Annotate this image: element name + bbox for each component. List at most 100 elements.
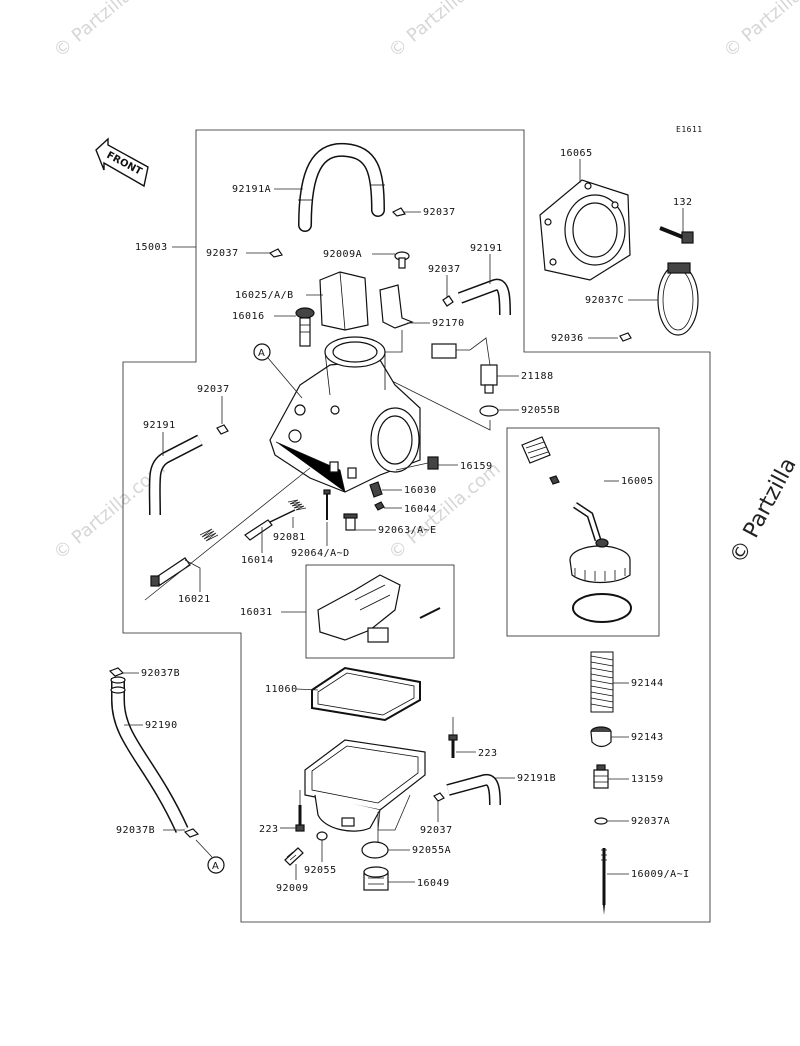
watermark-right: © Partzilla — [725, 454, 800, 568]
hose-icon — [457, 278, 511, 316]
hose-clamp-icon — [657, 262, 699, 336]
part-label-92064: 92064/A~D — [291, 548, 350, 559]
part-label-92037-left: 92037 — [206, 248, 239, 259]
jet-icon — [369, 481, 383, 498]
part-label-92009a: 92009A — [323, 249, 362, 260]
part-label-21188: 21188 — [521, 371, 554, 382]
float-icon — [317, 574, 441, 643]
spring-icon — [287, 499, 307, 511]
top-cap-icon — [521, 436, 632, 623]
part-label-92190: 92190 — [145, 720, 178, 731]
needle-icon — [244, 509, 296, 541]
clip-icon — [268, 248, 283, 258]
gasket-icon — [311, 666, 421, 722]
part-label-92036: 92036 — [551, 333, 584, 344]
part-label-92170: 92170 — [432, 318, 465, 329]
hose-icon — [148, 434, 203, 516]
part-label-92055b: 92055B — [521, 405, 560, 416]
throttle-sensor-icon — [431, 337, 498, 394]
part-label-92055: 92055 — [304, 865, 337, 876]
part-label-13159: 13159 — [631, 774, 664, 785]
spring-seat-icon — [590, 726, 612, 748]
clip-icon — [442, 295, 454, 307]
bolt-icon — [659, 226, 694, 244]
part-label-92191a: 92191A — [232, 184, 271, 195]
washer-icon — [316, 831, 328, 841]
part-label-92143: 92143 — [631, 732, 664, 743]
adjust-screw-icon — [284, 847, 304, 866]
part-label-16021: 16021 — [178, 594, 211, 605]
marker-a-label: A — [212, 861, 219, 872]
watermark: © Partzilla.com — [720, 0, 800, 62]
clip-icon — [619, 332, 632, 342]
part-label-16014: 16014 — [241, 555, 274, 566]
part-label-92081: 92081 — [273, 532, 306, 543]
top-cap-assembly-box — [506, 427, 660, 637]
part-label-92063: 92063/A~E — [378, 525, 437, 536]
part-label-16030: 16030 — [404, 485, 437, 496]
watermark: © Partzilla.com — [385, 458, 505, 563]
clip-icon — [108, 667, 125, 677]
part-label-223-left: 223 — [259, 824, 279, 835]
part-label-92191b: 92191B — [517, 773, 556, 784]
part-label-16016: 16016 — [232, 311, 265, 322]
part-label-16025: 16025/A/B — [235, 290, 294, 301]
intake-manifold-icon — [539, 179, 631, 281]
part-label-92037b-bottom: 92037B — [116, 825, 155, 836]
jet-icon — [343, 513, 358, 531]
clip-icon — [433, 792, 445, 802]
throttle-slide-icon — [319, 271, 414, 331]
carburetor-assembly-outline — [122, 129, 711, 923]
screw-icon — [295, 805, 305, 832]
watermark: © Partzilla.com — [385, 0, 505, 62]
spring-clip-icon — [374, 501, 385, 511]
part-label-16065: 16065 — [560, 148, 593, 159]
drain-hose-icon — [110, 676, 189, 833]
clip-icon — [216, 424, 229, 435]
part-label-16044: 16044 — [404, 504, 437, 515]
reference-marker-a: A — [195, 839, 225, 874]
part-label-92037c: 92037C — [585, 295, 624, 306]
part-label-16159: 16159 — [460, 461, 493, 472]
valve-icon — [295, 307, 315, 347]
spring-icon — [590, 651, 614, 713]
watermark: © Partzilla.com — [50, 0, 170, 62]
part-label-92037-mid: 92037 — [428, 264, 461, 275]
carburetor-body — [269, 336, 421, 493]
figure-code: E1611 — [676, 125, 703, 134]
part-label-16005: 16005 — [621, 476, 654, 487]
part-label-92037-bottom: 92037 — [420, 825, 453, 836]
part-label-223-right: 223 — [478, 748, 498, 759]
part-label-92144: 92144 — [631, 678, 664, 689]
screw-icon — [323, 489, 331, 520]
part-label-92037-l2: 92037 — [197, 384, 230, 395]
part-label-11060: 11060 — [265, 684, 298, 695]
o-ring-icon — [361, 841, 389, 859]
part-label-92191: 92191 — [470, 243, 503, 254]
marker-a-label: A — [258, 348, 265, 359]
float-bowl-icon — [304, 739, 426, 832]
part-label-132: 132 — [673, 197, 693, 208]
o-ring-icon — [479, 405, 499, 417]
part-label-92037a: 92037A — [631, 816, 670, 827]
part-label-16009: 16009/A~I — [631, 869, 690, 880]
part-label-92037b: 92037B — [141, 668, 180, 679]
part-label-16031: 16031 — [240, 607, 273, 618]
jet-icon — [427, 456, 439, 470]
adjust-screw-icon — [150, 528, 219, 587]
part-label-16049: 16049 — [417, 878, 450, 889]
front-arrow-icon: FRONT — [95, 137, 149, 188]
clip-icon — [594, 817, 608, 825]
reference-marker-a: A — [253, 343, 303, 399]
clip-icon — [183, 828, 200, 838]
jet-needle-icon — [601, 848, 607, 915]
part-label-92055a: 92055A — [412, 845, 451, 856]
needle-clip-holder-icon — [593, 764, 609, 789]
drain-plug-icon — [363, 866, 389, 891]
clip-icon — [391, 207, 406, 217]
screw-icon — [394, 251, 410, 269]
vent-hose-92191a — [298, 142, 385, 232]
hose-icon — [446, 773, 501, 806]
part-label-15003: 15003 — [135, 242, 168, 253]
